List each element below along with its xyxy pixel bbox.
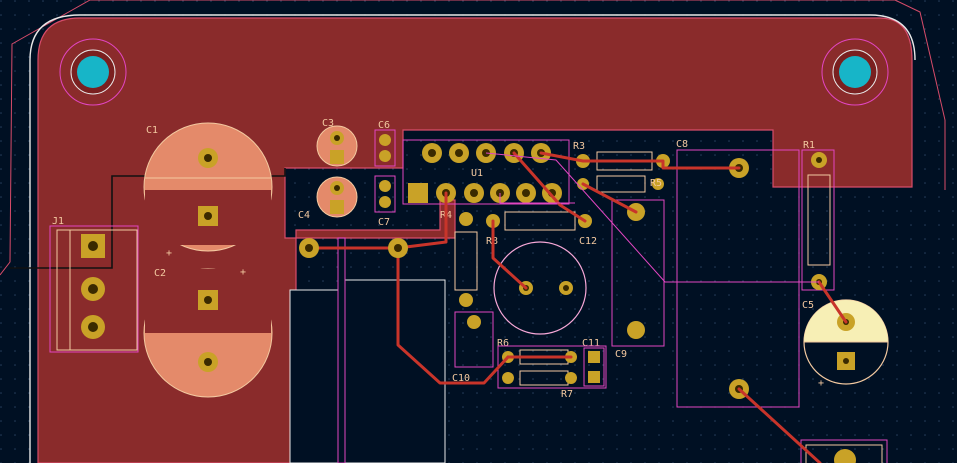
- label-c9: C9: [615, 349, 627, 360]
- label-c5: C5: [802, 300, 814, 311]
- component-u1[interactable]: [402, 139, 570, 205]
- label-r7: R7: [561, 389, 573, 400]
- label-c2: C2: [154, 268, 166, 279]
- label-c5-plus: +: [818, 378, 824, 389]
- label-c4: C4: [298, 210, 310, 221]
- mounting-hole-left[interactable]: [59, 38, 127, 106]
- component-c3[interactable]: [316, 125, 358, 167]
- label-c3: C3: [322, 118, 334, 129]
- board-edge: [29, 14, 916, 463]
- component-r4[interactable]: [454, 212, 478, 307]
- label-c1: C1: [146, 125, 158, 136]
- keepout-left: [289, 289, 339, 463]
- component-r1[interactable]: [801, 149, 835, 291]
- label-r5: R5: [650, 178, 662, 189]
- label-r3: R3: [573, 141, 585, 152]
- label-c2-plus: +: [240, 267, 246, 278]
- component-c10[interactable]: [454, 311, 494, 368]
- label-r6: R6: [497, 338, 509, 349]
- label-r1: R1: [803, 140, 815, 151]
- component-c5[interactable]: [803, 299, 889, 385]
- component-c1[interactable]: [143, 122, 273, 252]
- component-j1[interactable]: [49, 225, 139, 353]
- label-c6: C6: [378, 120, 390, 131]
- label-c12: C12: [579, 236, 597, 247]
- copper-traces: [307, 151, 848, 463]
- component-connector-bottom-right[interactable]: [800, 439, 888, 463]
- label-j1: J1: [52, 216, 64, 227]
- label-c11: C11: [582, 338, 600, 349]
- vias[interactable]: [299, 238, 408, 258]
- label-u1: U1: [471, 168, 483, 179]
- label-c8: C8: [676, 139, 688, 150]
- label-c7: C7: [378, 217, 390, 228]
- zone-boundary-line: [10, 168, 286, 269]
- board-outline-slanted: [0, 0, 946, 276]
- component-r7[interactable]: [502, 370, 577, 386]
- component-c6[interactable]: [374, 129, 396, 167]
- keepout-mid: [344, 279, 446, 463]
- ratsnest-lines: [485, 152, 819, 283]
- component-c7[interactable]: [374, 175, 396, 213]
- component-c11[interactable]: [583, 347, 605, 387]
- mounting-hole-right[interactable]: [821, 38, 889, 106]
- component-c4[interactable]: [316, 176, 358, 218]
- label-c10: C10: [452, 373, 470, 384]
- component-c2[interactable]: [143, 268, 273, 398]
- zone-edge-mid: [337, 237, 346, 463]
- label-c1-plus: +: [166, 248, 172, 259]
